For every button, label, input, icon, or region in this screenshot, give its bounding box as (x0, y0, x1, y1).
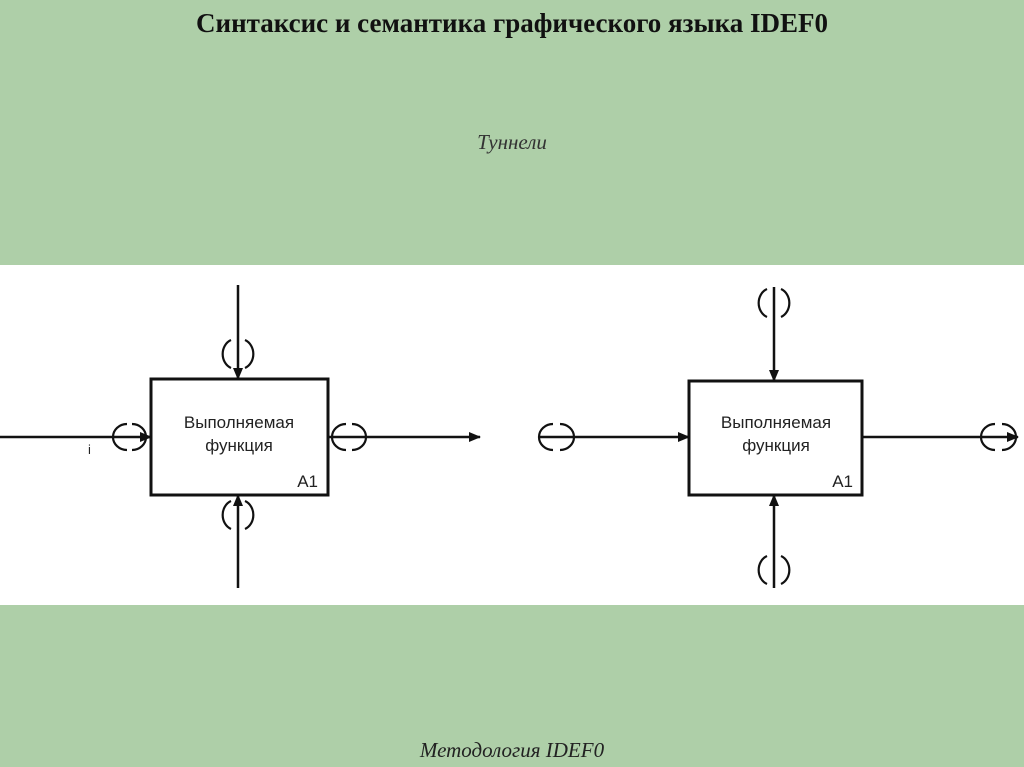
left-box-line1: Выполняемая (184, 413, 294, 432)
right-box-line2: функция (742, 436, 810, 455)
slide-title: Синтаксис и семантика графического языка… (196, 8, 828, 38)
left-box-line2: функция (205, 436, 273, 455)
left-control-tunnel-icon (221, 338, 255, 370)
left-diagram (0, 285, 481, 588)
right-control-tunnel-icon (757, 287, 791, 319)
diagram-panel: Выполняемая функция A1 i Выполняемая фун… (0, 265, 1024, 605)
right-input-tunnel-icon (537, 422, 576, 452)
left-node-label: A1 (297, 472, 318, 491)
slide-footer: Методология IDEF0 (419, 738, 605, 762)
right-diagram (537, 287, 1019, 588)
tunnel-diagrams: Выполняемая функция A1 i Выполняемая фун… (0, 285, 1019, 588)
left-input-mark: i (88, 442, 91, 457)
left-mechanism-tunnel-icon (221, 499, 255, 531)
right-node-label: A1 (832, 472, 853, 491)
left-input-tunnel-icon (111, 422, 148, 452)
right-output-tunnel-icon (979, 422, 1018, 452)
slide-subtitle: Туннели (477, 130, 547, 154)
right-mechanism-tunnel-icon (757, 554, 791, 586)
left-output-tunnel-icon (330, 422, 368, 452)
right-box-line1: Выполняемая (721, 413, 831, 432)
